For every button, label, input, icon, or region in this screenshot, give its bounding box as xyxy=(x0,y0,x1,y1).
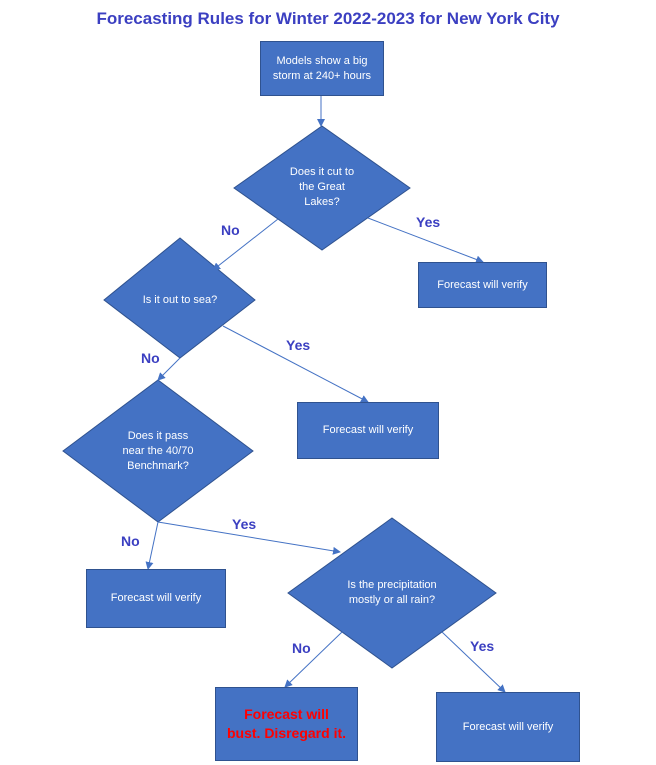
arrow-q1-no xyxy=(212,218,279,271)
diagram-title: Forecasting Rules for Winter 2022-2023 f… xyxy=(96,9,560,28)
verify-box-3: Forecast will verify xyxy=(86,569,226,628)
label-q2-yes: Yes xyxy=(286,337,311,353)
label-q1-yes: Yes xyxy=(416,214,441,230)
verify-box-4-text: Forecast will verify xyxy=(462,720,554,733)
decision-diamond-rain xyxy=(287,517,497,669)
arrow-q3-yes xyxy=(157,521,341,555)
verify-box-4: Forecast will verify xyxy=(436,692,580,762)
arrow-q2-no xyxy=(157,357,181,381)
verify-box-3-text: Forecast will verify xyxy=(110,592,202,604)
label-q2-no: No xyxy=(141,350,160,366)
label-q4-no: No xyxy=(292,640,311,656)
arrow-q4-yes xyxy=(441,631,506,693)
verify-box-2-text: Forecast will verify xyxy=(322,424,414,436)
label-q4-yes: Yes xyxy=(470,638,495,654)
decision-text-out-to-sea: Is it out to sea? xyxy=(142,293,218,306)
arrow-q2-yes xyxy=(222,325,369,403)
label-q1-no: No xyxy=(221,222,240,238)
decision-text-benchmark: Does it pass near the 40/70 Benchmark? xyxy=(122,429,194,472)
decision-text-rain: Is the precipitation mostly or all rain? xyxy=(347,579,437,606)
start-box: Models show a big storm at 240+ hours xyxy=(260,41,384,96)
verify-box-1-text: Forecast will verify xyxy=(437,278,528,291)
start-box-text: Models show a big storm at 240+ hours xyxy=(272,54,372,82)
verify-box-1: Forecast will verify xyxy=(418,262,547,308)
decision-text-great-lakes: Does it cut to the Great Lakes? xyxy=(289,165,355,208)
arrow-q4-no xyxy=(284,631,343,688)
bust-box: Forecast will bust. Disregard it. xyxy=(215,687,358,761)
label-q3-no: No xyxy=(121,533,140,549)
arrow-q3-no xyxy=(145,521,159,570)
verify-box-2: Forecast will verify xyxy=(297,402,439,459)
bust-box-text: Forecast will bust. Disregard it. xyxy=(226,706,347,741)
arrow-q1-yes xyxy=(367,217,484,264)
label-q3-yes: Yes xyxy=(232,516,257,532)
